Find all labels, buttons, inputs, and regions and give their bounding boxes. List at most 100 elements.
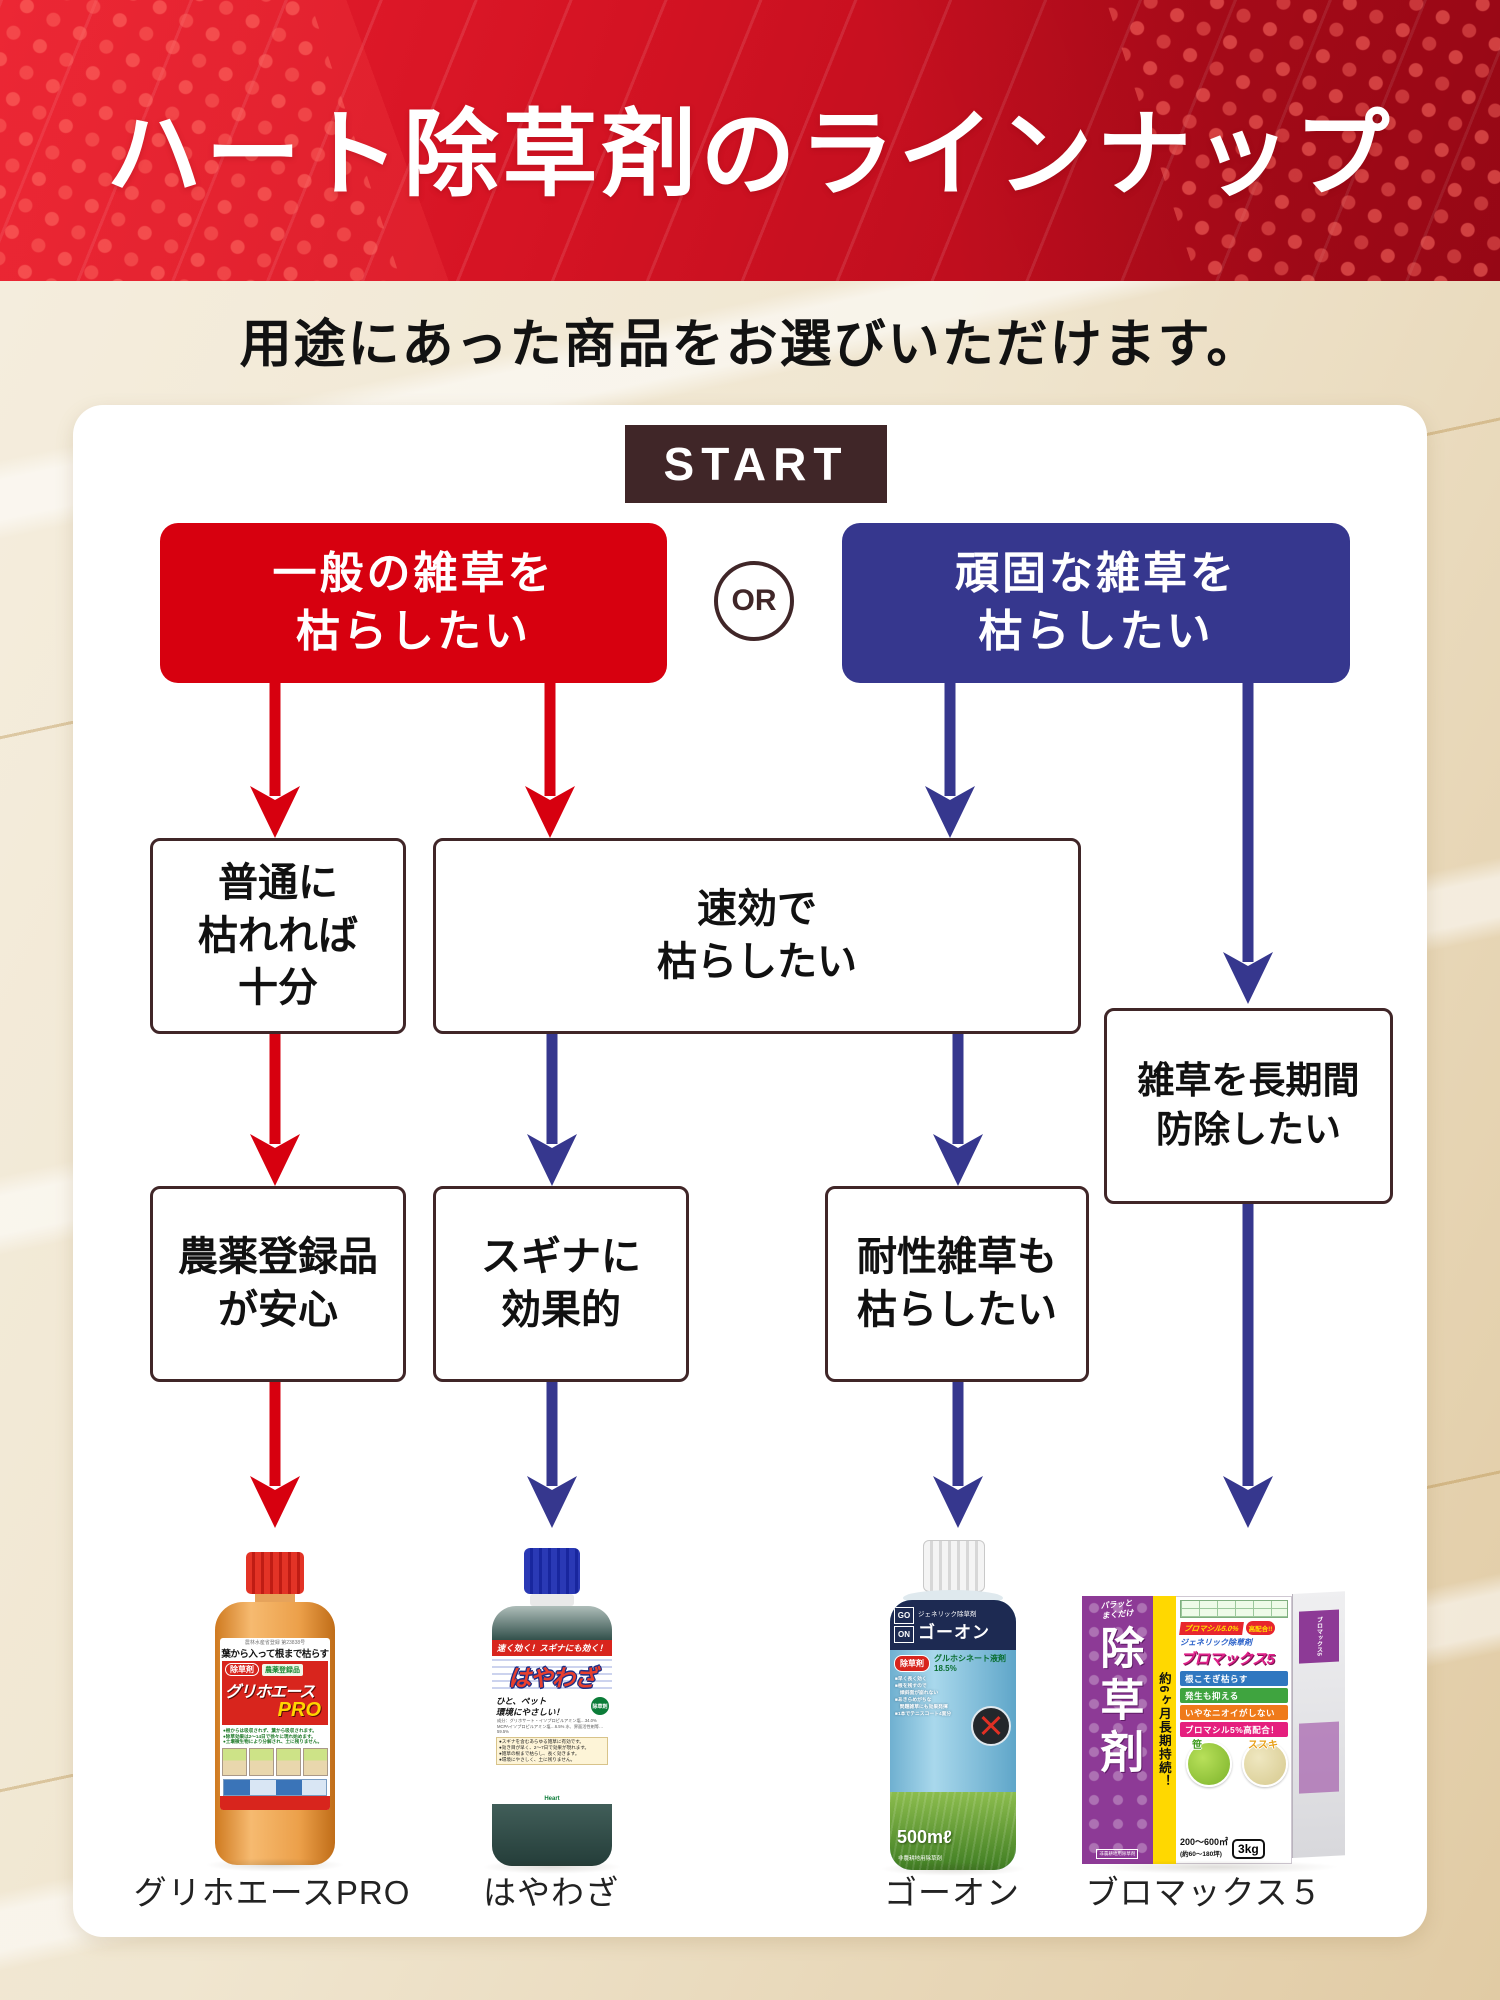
weed-table: [1180, 1600, 1288, 1618]
branch-stubborn-weeds: 頑固な雑草を 枯らしたい: [842, 523, 1350, 683]
feature-line: ●効き目が早く、2〜7日で効果が現れます。: [499, 1744, 590, 1750]
or-badge: OR: [714, 561, 794, 641]
feature-line: 傾斜面が崩れない: [895, 1691, 939, 1697]
herbicide-badge: 除草剤: [225, 1663, 259, 1676]
box-resist-line2: 枯らしたい: [857, 1288, 1057, 1332]
box-reg-line1: 農薬登録品: [178, 1235, 378, 1280]
dilution-table: [223, 1779, 327, 1796]
box-long-line2: 防除したい: [1156, 1109, 1341, 1150]
feature-line: ■1本でテニスコート4面分: [895, 1711, 952, 1717]
page-title: ハート除草剤のラインナップ: [106, 102, 1394, 208]
high-blend-burst: 高配合!!: [1245, 1621, 1276, 1635]
label-strip: 速く効く！スギナにも効く！: [492, 1640, 612, 1656]
tagline1: ひと、ペット: [496, 1696, 547, 1706]
herbicide-badge: 除草剤: [591, 1697, 609, 1715]
product-shadow: [205, 1858, 345, 1872]
box-normal-line2: 枯れれば: [198, 913, 358, 958]
purple-note: 非農耕地用除草剤: [1096, 1849, 1139, 1859]
spec-lines: 成分：グリホサート・イソプロピルアミン塩…34.0%MCPAイソプロピルアミン塩…: [497, 1718, 604, 1735]
registration-number: 農林水産省登録 第23838号: [244, 1640, 306, 1646]
bottle-neck: [255, 1594, 295, 1604]
volume-note: 非農耕地用除草剤: [898, 1856, 943, 1862]
start-node: START: [625, 425, 887, 503]
volume-label: 500mℓ: [897, 1827, 952, 1847]
scatter-tagline: パラッと まくだけ: [1100, 1598, 1134, 1620]
taglines: ひと、ペット 環境にやさしい！ 除草剤: [492, 1694, 612, 1718]
header-banner: ハート除草剤のラインナップ: [0, 0, 1500, 281]
brand-box: はやわざ: [492, 1656, 612, 1694]
bottle-cap-blue: [524, 1548, 580, 1594]
sasa-label: 笹: [1192, 1740, 1202, 1751]
feature-line: ●除草効果は2〜14日で徐々に現れ始めます。: [223, 1733, 316, 1739]
feature-line: ●根からは吸収されず、葉から吸収されます。: [223, 1728, 317, 1733]
spec-percent: 18.5%: [934, 1663, 957, 1673]
feature-line: ●環境にやさしく、土に残りません。: [499, 1757, 576, 1763]
bottle-neck-ring: [530, 1594, 574, 1606]
box-sugina-line2: 効果的: [501, 1288, 621, 1332]
box-fast-acting: 速効で 枯らしたい: [433, 838, 1081, 1034]
vertical-title: 除草剤: [1093, 1625, 1143, 1782]
product-goon: GO ON ジェネリック除草剤 ゴーオン 除草剤 グルホシネート液剤 18.5%…: [890, 1540, 1016, 1870]
benefit-strip: 発生も抑える: [1180, 1688, 1288, 1703]
bottle-body-white: 速く効く！スギナにも効く！ はやわざ ひと、ペット 環境にやさしい！ 除草剤 成…: [492, 1606, 612, 1866]
spec-name: グルホシネート液剤: [934, 1654, 1006, 1663]
susuki-photo-circle: ススキ: [1242, 1740, 1288, 1787]
caption-goon: ゴーオン: [884, 1874, 1020, 1911]
box-long-line1: 雑草を長期間: [1137, 1060, 1360, 1102]
feature-line: ●雑草の根まで枯らし、長く効きます。: [499, 1750, 580, 1756]
no-root-emblem: [971, 1706, 1011, 1746]
brand-name: ゴーオン: [918, 1622, 990, 1642]
brand-name: グリホエース: [225, 1684, 315, 1701]
brand-sub: PRO: [277, 1699, 321, 1721]
benefit-strip: 根こそぎ枯らす: [1180, 1671, 1288, 1686]
product-glyphoace-pro: 農林水産省登録 第23838号 葉から入って根まで枯らす 除草剤 農薬登録品 グ…: [215, 1552, 335, 1865]
caption-glyphoace-pro: グリホエースPRO: [133, 1874, 411, 1911]
category-label: ジェネリック除草剤: [918, 1610, 977, 1618]
box-fast-line1: 速効で: [697, 887, 817, 932]
category-label: ジェネリック除草剤: [1180, 1638, 1252, 1647]
side-brand-text: ブロマックス5: [1315, 1616, 1322, 1657]
brand-name: ブロマックス5: [1180, 1651, 1275, 1668]
feature-line: 問題雑草にも効果発揮: [895, 1705, 948, 1710]
caption-hayawaza: はやわざ: [483, 1874, 619, 1911]
white-panel: ブロマシル5.0% 高配合!! ジェネリック除草剤 ブロマックス5 根こそぎ枯ら…: [1176, 1596, 1292, 1864]
box-side: ブロマックス5: [1292, 1591, 1345, 1858]
pictogram-strip: [220, 1748, 330, 1777]
branch-red-line1: 一般の雑草を: [272, 548, 555, 598]
bottle-cap-white: [923, 1540, 985, 1592]
susuki-label: ススキ: [1248, 1740, 1278, 1751]
branch-blue-line2: 枯らしたい: [978, 607, 1214, 656]
maker-logo: Heart: [544, 1796, 560, 1802]
sasa-photo-circle: 笹: [1186, 1740, 1232, 1787]
go-on-logo: GO ON: [894, 1607, 914, 1643]
box-long-term: 雑草を長期間 防除したい: [1104, 1008, 1393, 1204]
box-resistant-weeds: 耐性雑草も 枯らしたい: [825, 1186, 1089, 1382]
herbicide-badge: 除草剤: [894, 1655, 930, 1673]
logo-on: ON: [894, 1626, 914, 1643]
brand-name: はやわざ: [508, 1665, 597, 1691]
label-bottom-band: [220, 1795, 330, 1810]
or-label: OR: [731, 584, 777, 617]
box-front: パラッと まくだけ 除草剤 非農耕地用除草剤 約6ヶ月長期持続！ ブロマシル5.…: [1082, 1596, 1292, 1864]
box-fast-line2: 枯らしたい: [657, 940, 857, 984]
purple-panel: パラッと まくだけ 除草剤 非農耕地用除草剤: [1082, 1596, 1153, 1864]
feature-lines: ●根からは吸収されず、葉から吸収されます。 ●除草効果は2〜14日で徐々に現れ始…: [220, 1728, 330, 1745]
box-normal-kill: 普通に 枯れれば 十分: [150, 838, 406, 1034]
weight-label: 3kg: [1232, 1839, 1265, 1859]
yellow-band: 約6ヶ月長期持続！: [1152, 1596, 1176, 1864]
product-bromax5: パラッと まくだけ 除草剤 非農耕地用除草剤 約6ヶ月長期持続！ ブロマシル5.…: [1082, 1591, 1345, 1866]
box-resist-line1: 耐性雑草も: [857, 1235, 1057, 1280]
start-label: START: [663, 438, 849, 490]
product-shadow: [1090, 1860, 1340, 1874]
grass-photo: 500mℓ 非農耕地用除草剤: [890, 1792, 1016, 1870]
bromacil-banner: ブロマシル5.0%: [1179, 1621, 1244, 1635]
product-shadow: [482, 1860, 622, 1874]
liquid-bottom: [492, 1804, 612, 1866]
box-normal-line3: 十分: [238, 966, 318, 1011]
box-registered-pesticide: 農薬登録品 が安心: [150, 1186, 406, 1382]
box-reg-line2: が安心: [218, 1288, 338, 1332]
bottle-cap-red: [246, 1552, 304, 1594]
feature-box: ●スギナを含むあらゆる雑草に有効です。 ●効き目が早く、2〜7日で効果が現れます…: [496, 1736, 608, 1766]
branch-red-line2: 枯らしたい: [296, 607, 531, 656]
